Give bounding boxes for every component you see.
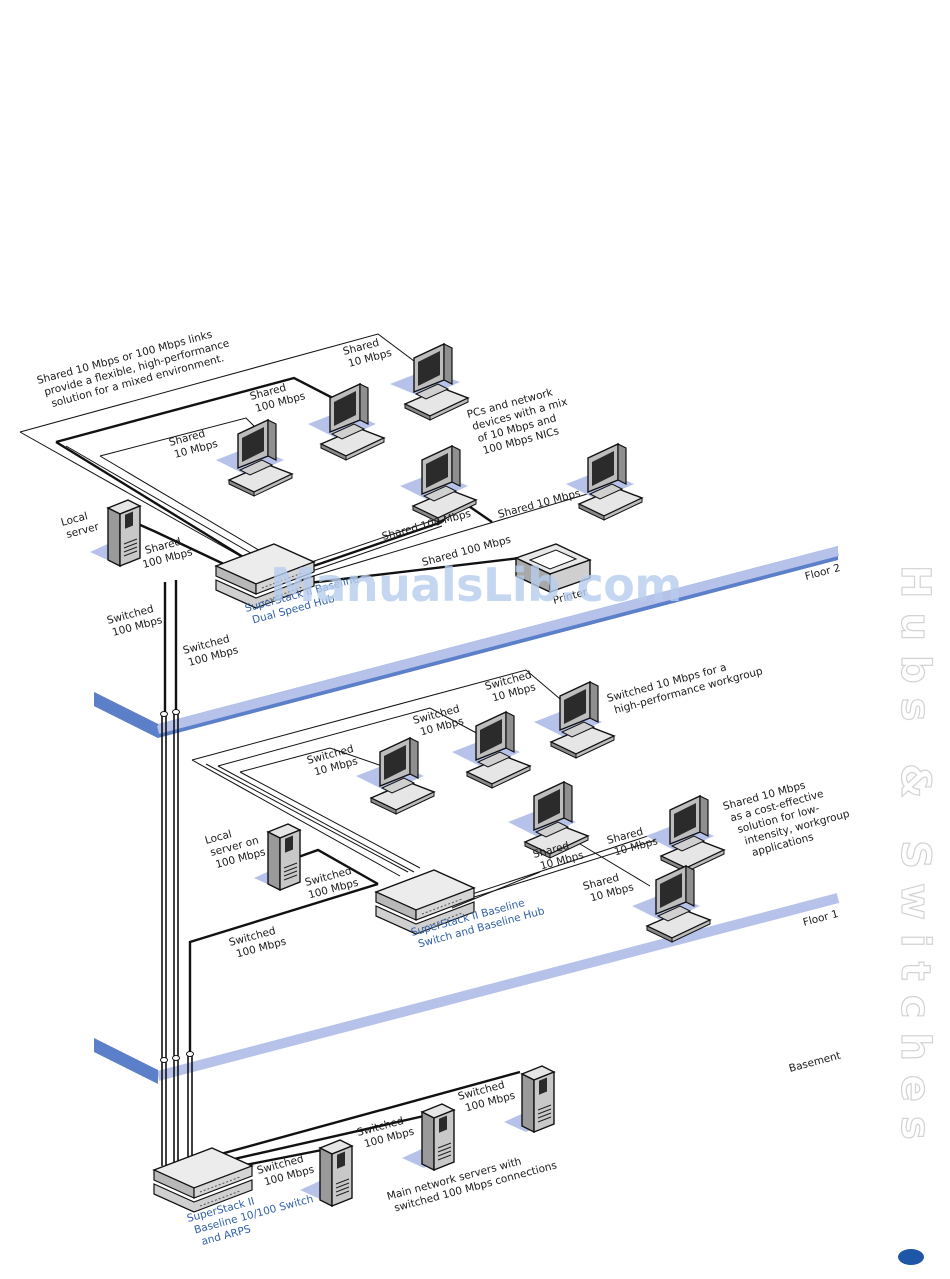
pc-icon — [228, 419, 293, 497]
svg-text:Switched 100 Mbps: Switched 100 Mbps — [457, 1077, 517, 1115]
pc-icon — [466, 711, 531, 789]
svg-text:Shared 10 Mbps: Shared 10 Mbps — [497, 487, 582, 521]
pc-icon — [578, 443, 643, 521]
svg-text:Shared 10 Mbps as a cost: Shared 10 Mbps as a cost-effective solut… — [722, 769, 858, 863]
floor1-plate — [94, 893, 840, 1084]
svg-text:Switched 100 Mbps: Switched 100 Mbps — [182, 632, 240, 670]
svg-text:Shared 10 Mbps: Shared 10 Mbps — [606, 823, 659, 860]
svg-text:Shared 100 Mbps: Shared 100 Mbps — [138, 534, 194, 571]
floor2-devices — [90, 343, 643, 609]
watermark: ManualsLib.com — [270, 558, 682, 612]
floor1-devices — [254, 681, 725, 943]
pc-icon — [550, 681, 615, 759]
basement-devices — [153, 1065, 555, 1213]
svg-text:Shared 10 Mbps or 100 Mbps lin: Shared 10 Mbps or 100 Mbps links provide… — [36, 324, 238, 412]
svg-text:Shared 10 Mbps: Shared 10 Mbps — [168, 425, 219, 461]
svg-text:Shared 100 Mbps: Shared 100 Mbps — [249, 378, 307, 416]
vertical-risers — [160, 709, 194, 1166]
server-icon — [267, 823, 301, 891]
svg-text:Basement: Basement — [788, 1050, 842, 1075]
pc-icon — [320, 383, 385, 461]
svg-text:Switched 10 Mbps: Switched 10 Mbps — [412, 702, 468, 739]
server-icon — [107, 499, 141, 567]
floor2-plate — [94, 546, 840, 738]
server-icon — [421, 1103, 455, 1171]
svg-text:Switched 100 Mbps: Switched 100 Mbps — [106, 602, 164, 640]
svg-text:Local server on 10: Local server on 100 Mbps — [204, 821, 267, 872]
svg-text:Switched 10 Mbps: Switched 10 Mbps — [306, 742, 362, 779]
svg-text:Switched 10 Mbps: Switched 10 Mbps — [484, 668, 540, 705]
section-side-title: Hubs & Switches — [891, 564, 938, 1154]
svg-text:Switched 100 Mbps: Switched 100 Mbps — [304, 864, 360, 901]
svg-text:Local server: Local server — [60, 508, 101, 541]
page-marker-dot — [898, 1249, 924, 1265]
pc-icon — [660, 795, 725, 873]
svg-text:Switched 10 Mbps for a h: Switched 10 Mbps for a high-performance … — [606, 653, 765, 718]
svg-text:Shared 10 Mbps: Shared 10 Mbps — [582, 869, 635, 906]
server-icon — [521, 1065, 555, 1133]
basement-labels: Basement Switched 100 Mbps Switched 100 … — [186, 1050, 842, 1248]
svg-text:Switched 100 Mbps: Switched 100 Mbps — [256, 1151, 316, 1189]
server-icon — [319, 1139, 353, 1207]
svg-text:PCs and network devices: PCs and network devices with a mix of 10… — [466, 383, 579, 459]
pc-icon — [370, 737, 435, 815]
